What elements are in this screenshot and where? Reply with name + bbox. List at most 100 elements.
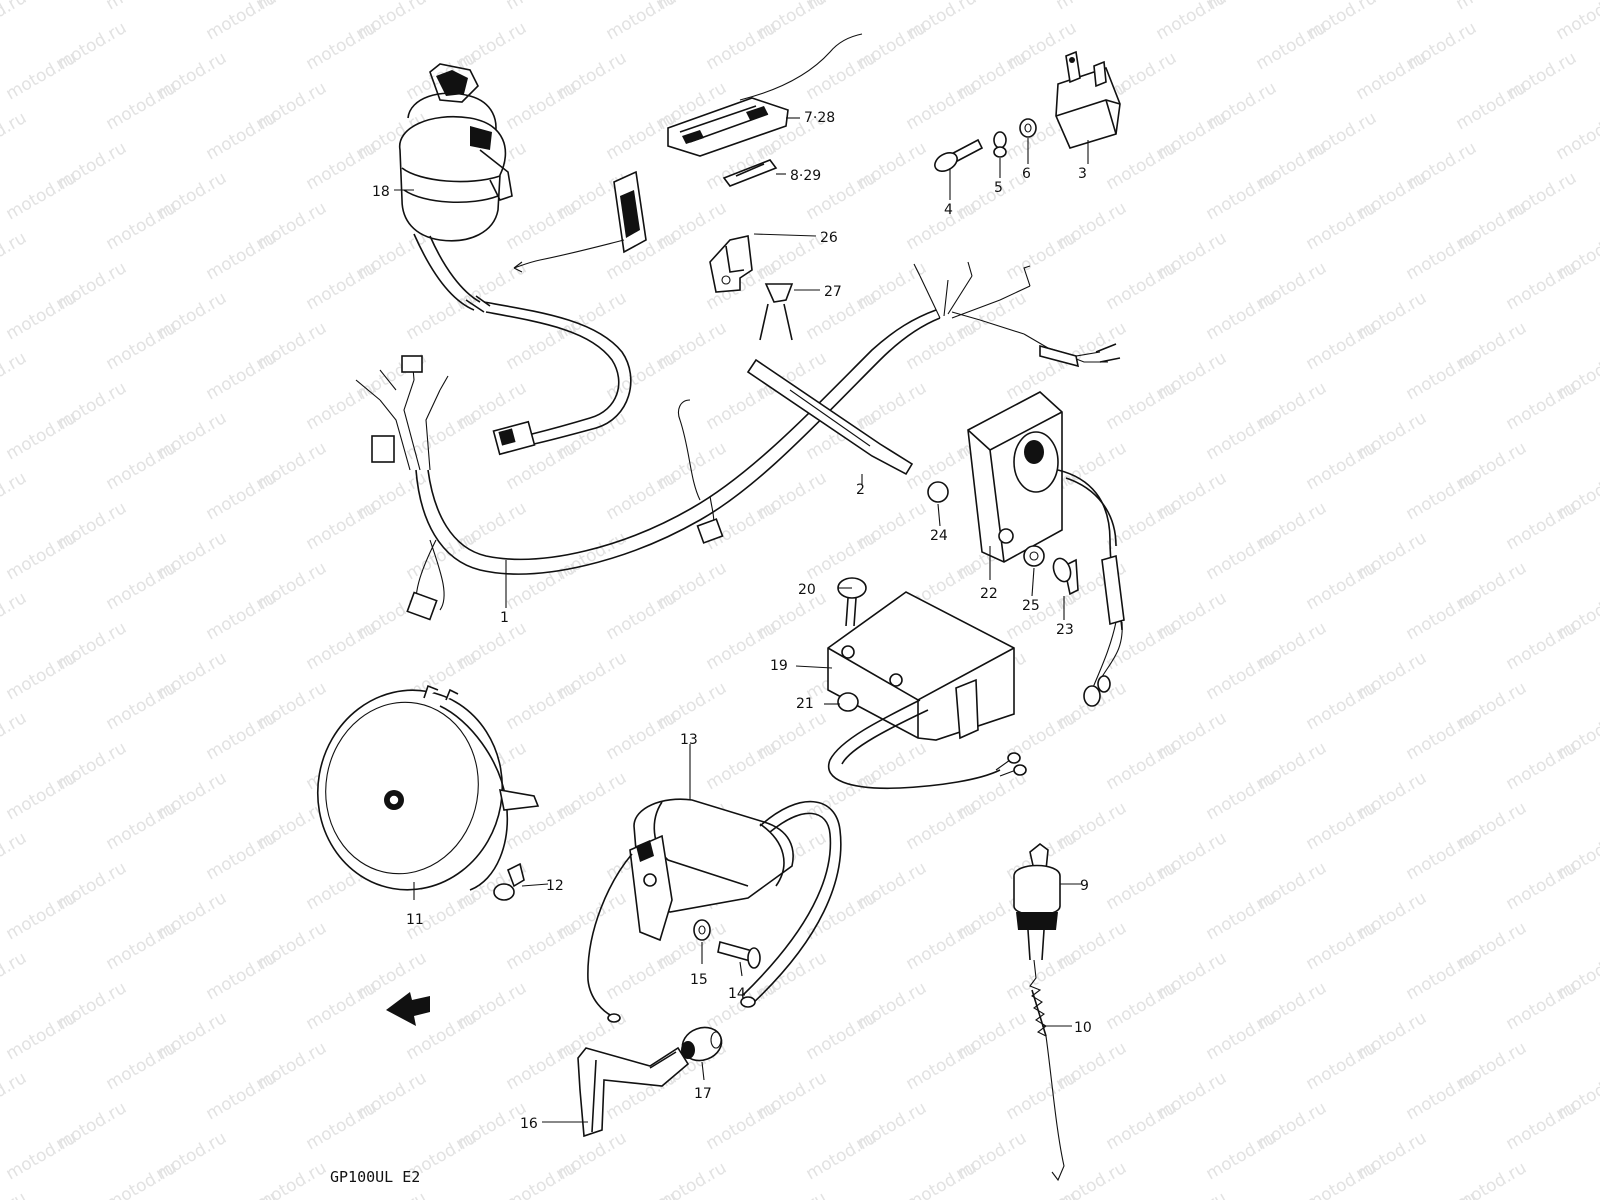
callout-17: 17: [694, 1086, 712, 1102]
watermark-text: motod.ru: [1503, 738, 1581, 794]
watermark-text: motod.ru: [3, 288, 81, 344]
nut-icon: [927, 481, 949, 503]
watermark-text: motod.ru: [1103, 138, 1181, 194]
watermark-text: motod.ru: [1203, 1008, 1281, 1064]
watermark-text: motod.ru: [103, 558, 181, 614]
callout-5: 5: [994, 180, 1003, 196]
watermark-text: motod.ru: [1303, 318, 1381, 374]
watermark-text: motod.ru: [103, 678, 181, 734]
watermark-text: motod.ru: [103, 918, 181, 974]
watermark-text: motod.ru: [1153, 0, 1231, 44]
watermark-text: motod.ru: [903, 198, 981, 254]
callout-21: 21: [796, 696, 814, 712]
watermark-text: motod.ru: [503, 0, 581, 14]
callout-12: 12: [546, 878, 564, 894]
watermark-text: motod.ru: [1303, 918, 1381, 974]
watermark-text: motod.ru: [1303, 558, 1381, 614]
watermark-text: motod.ru: [1103, 738, 1181, 794]
callout-20: 20: [798, 582, 816, 598]
watermark-text: motod.ru: [3, 48, 81, 104]
arrow-left-icon: [386, 992, 430, 1026]
watermark-text: motod.ru: [353, 1188, 431, 1200]
watermark-text: motod.ru: [203, 468, 281, 524]
watermark-text: motod.ru: [803, 528, 881, 584]
watermark-text: motod.ru: [1503, 858, 1581, 914]
cable-strap-icon: [746, 358, 914, 476]
watermark-text: motod.ru: [1403, 228, 1481, 284]
watermark-text: motod.ru: [403, 408, 481, 464]
watermark-text: motod.ru: [1403, 948, 1481, 1004]
watermark-text: motod.ru: [0, 348, 30, 404]
watermark-text: motod.ru: [803, 48, 881, 104]
watermark-text: motod.ru: [1203, 648, 1281, 704]
screw-icon: [934, 138, 984, 172]
callout-13: 13: [680, 732, 698, 748]
bolt-icon: [717, 940, 761, 969]
watermark-text: motod.ru: [0, 468, 30, 524]
watermark-text: motod.ru: [1203, 888, 1281, 944]
watermark-text: motod.ru: [303, 978, 381, 1034]
watermark-text: motod.ru: [203, 1188, 281, 1200]
watermark-text: motod.ru: [203, 228, 281, 284]
watermark-text: motod.ru: [103, 318, 181, 374]
spring-icon: [1029, 959, 1065, 1182]
watermark-text: motod.ru: [0, 588, 30, 644]
watermark-text: motod.ru: [1303, 438, 1381, 494]
callout-15: 15: [690, 972, 708, 988]
watermark-text: motod.ru: [1403, 828, 1481, 884]
watermark-text: motod.ru: [1153, 1188, 1231, 1200]
ignition-switch-icon: [399, 63, 513, 313]
watermark-text: motod.ru: [1553, 0, 1600, 44]
watermark-text: motod.ru: [503, 678, 581, 734]
watermark-text: motod.ru: [503, 78, 581, 134]
callout-25: 25: [1022, 598, 1040, 614]
watermark-text: motod.ru: [1553, 108, 1600, 164]
bracket-icon: [709, 235, 753, 293]
callout-3: 3: [1078, 166, 1087, 182]
watermark-text: motod.ru: [1503, 978, 1581, 1034]
watermark-text: motod.ru: [1503, 378, 1581, 434]
watermark-text: motod.ru: [0, 1068, 30, 1124]
callout-8-29: 8·29: [790, 168, 821, 184]
watermark-text: motod.ru: [603, 348, 681, 404]
callout-18: 18: [372, 184, 390, 200]
watermark-text: motod.ru: [0, 0, 30, 44]
watermark-text: motod.ru: [203, 0, 281, 44]
watermark-text: motod.ru: [803, 1008, 881, 1064]
watermark-text: motod.ru: [803, 888, 881, 944]
wiring-harness-icon: [355, 261, 1121, 621]
watermark-text: motod.ru: [103, 0, 181, 14]
watermark-text: motod.ru: [3, 528, 81, 584]
watermark-text: motod.ru: [903, 918, 981, 974]
watermark-text: motod.ru: [203, 348, 281, 404]
watermark-text: motod.ru: [3, 1008, 81, 1064]
watermark-text: motod.ru: [303, 258, 381, 314]
watermark-text: motod.ru: [303, 18, 381, 74]
switch-cable: [483, 301, 632, 456]
watermark-text: motod.ru: [603, 588, 681, 644]
watermark-text: motod.ru: [103, 1158, 181, 1200]
watermark-text: motod.ru: [3, 408, 81, 464]
nut-icon: [837, 692, 859, 712]
watermark-text: motod.ru: [1303, 798, 1381, 854]
callout-6: 6: [1022, 166, 1031, 182]
leader-lines: [394, 117, 1089, 1123]
watermark-text: motod.ru: [303, 498, 381, 554]
watermark-text: motod.ru: [1253, 18, 1331, 74]
watermark-text: motod.ru: [0, 1188, 30, 1200]
watermark-text: motod.ru: [103, 438, 181, 494]
watermark-text: motod.ru: [703, 618, 781, 674]
watermark-text: motod.ru: [603, 468, 681, 524]
ignition-coil-icon: [587, 798, 842, 1023]
watermark-text: motod.ru: [753, 1188, 831, 1200]
watermark-text: motod.ru: [3, 168, 81, 224]
watermark-text: motod.ru: [3, 888, 81, 944]
watermark-text: motod.ru: [1203, 408, 1281, 464]
watermark-text: motod.ru: [503, 1038, 581, 1094]
watermark-text: motod.ru: [103, 1038, 181, 1094]
seal-icon: [681, 1026, 723, 1062]
watermark-text: motod.ru: [1453, 78, 1531, 134]
watermark-text: motod.ru: [0, 228, 30, 284]
watermark-text: motod.ru: [1203, 528, 1281, 584]
callout-19: 19: [770, 658, 788, 674]
